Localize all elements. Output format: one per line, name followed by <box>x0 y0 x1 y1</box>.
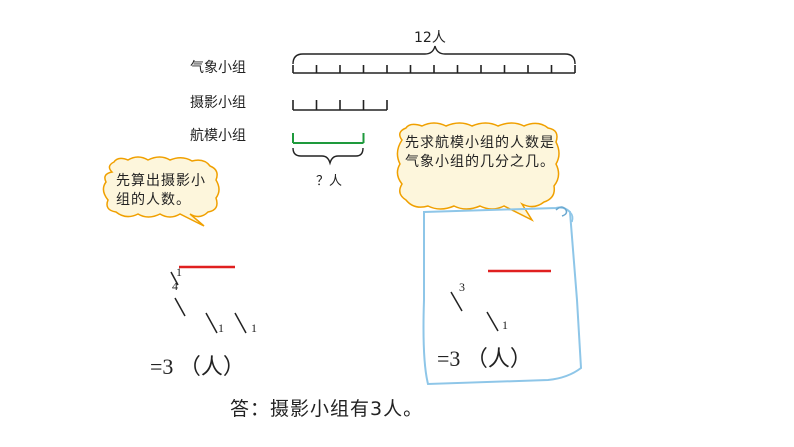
right-cancel-2 <box>486 311 499 332</box>
total-brace <box>292 45 576 65</box>
weather-group-label: 气象小组 <box>190 60 246 76</box>
right-bubble-text: 先求航模小组的人数是气象小组的几分之几。 <box>405 135 555 170</box>
right-cancel-1 <box>450 291 463 312</box>
left-bubble-shape <box>102 156 220 227</box>
total-label: 12人 <box>414 30 446 46</box>
right-digit-3: 3 <box>459 280 465 294</box>
left-digit-4: 4 <box>172 279 178 293</box>
left-cancel-3 <box>205 312 218 334</box>
left-result: =3 （人） <box>150 354 245 379</box>
right-result: =3 （人） <box>437 346 532 371</box>
unknown-label: ？人 <box>316 174 343 189</box>
left-cancel-1 <box>170 271 179 286</box>
photo-group-label: 摄影小组 <box>190 95 246 111</box>
left-bubble-text: 先算出摄影小组的人数。 <box>116 173 206 208</box>
note-pin-icon <box>555 206 568 217</box>
model-group-label: 航模小组 <box>190 128 246 144</box>
weather-group-bar <box>292 65 576 74</box>
left-cancel-4 <box>234 312 247 334</box>
left-cancel-2 <box>174 297 186 317</box>
left-digit-1a: 1 <box>176 265 182 279</box>
left-digit-1b: 1 <box>218 321 224 335</box>
note-curl <box>569 211 574 223</box>
right-bubble-shape <box>396 122 560 222</box>
left-digit-1c: 1 <box>251 321 257 335</box>
model-group-bar <box>292 133 365 144</box>
unknown-brace <box>292 147 364 166</box>
right-digit-1: 1 <box>502 318 508 332</box>
answer-text: 答：摄影小组有3人。 <box>230 398 424 420</box>
photo-group-bar <box>292 100 388 111</box>
